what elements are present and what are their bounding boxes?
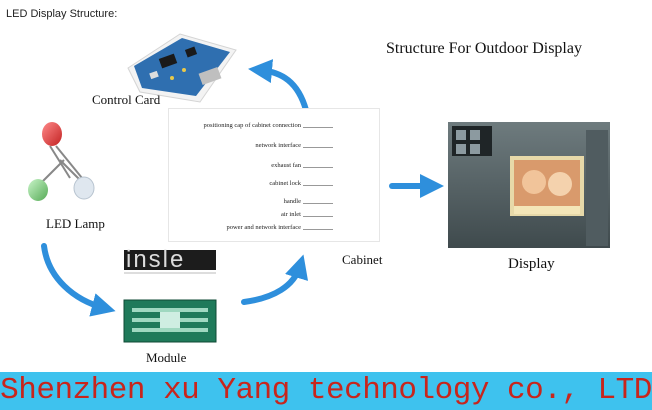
diagram-title: Structure For Outdoor Display (386, 40, 582, 57)
arrow-module-to-cabinet (241, 254, 309, 305)
arrow-cabinet-to-control-card (248, 59, 309, 113)
leader-line (303, 167, 333, 168)
footer-banner: Shenzhen xu Yang technology co., LTD (0, 372, 652, 410)
module-watermark: insle (126, 246, 186, 273)
leader-line (303, 229, 333, 230)
leader-line (303, 185, 333, 186)
leader-line (303, 216, 333, 217)
control-card-image (127, 33, 237, 103)
part-label-6: power and network interface (226, 224, 301, 231)
label-cabinet: Cabinet (342, 252, 383, 267)
leader-line (303, 147, 333, 148)
label-display: Display (508, 256, 555, 272)
part-label-0: positioning cap of cabinet connection (203, 122, 301, 129)
leader-line (303, 203, 333, 204)
label-module: Module (146, 350, 187, 365)
arrow-lamp-to-module (41, 243, 116, 317)
flow-arrows (41, 59, 444, 317)
label-control-card: Control Card (92, 92, 161, 107)
part-label-1: network interface (255, 142, 301, 149)
company-name: Shenzhen xu Yang technology co., LTD (0, 373, 652, 408)
part-label-5: air inlet (280, 211, 301, 218)
part-label-2: exhaust fan (271, 162, 301, 169)
led-lamp-image (28, 122, 95, 201)
part-label-4: handle (283, 198, 301, 205)
part-label-3: cabinet lock (269, 180, 301, 187)
label-led-lamp: LED Lamp (46, 216, 105, 231)
cabinet-panel: positioning cap of cabinet connection ne… (168, 108, 380, 242)
display-image (448, 122, 610, 248)
leader-line (303, 127, 333, 128)
module-image (123, 250, 217, 343)
header-label: LED Display Structure: (6, 8, 118, 20)
